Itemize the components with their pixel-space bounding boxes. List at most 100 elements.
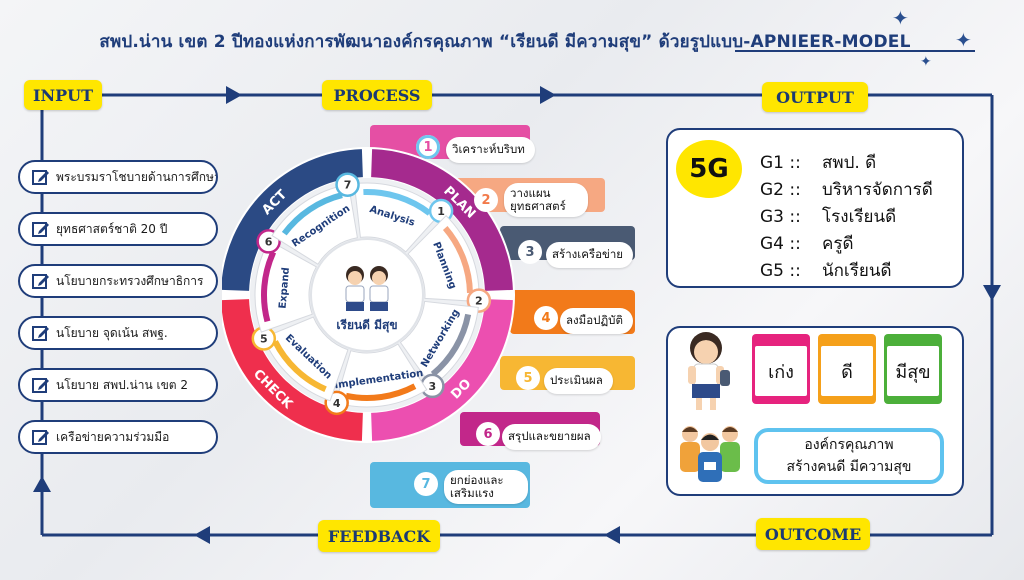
quality-tag-text: เก่ง bbox=[755, 346, 807, 396]
kid-pants-icon bbox=[370, 302, 388, 311]
outcome-label: OUTCOME bbox=[756, 518, 870, 550]
arrow-left-icon bbox=[604, 526, 620, 544]
input-item-text: เครือข่ายความร่วมมือ bbox=[56, 429, 170, 444]
feedback-label: FEEDBACK bbox=[318, 520, 440, 552]
edit-icon bbox=[32, 222, 49, 237]
step-label: ประเมินผล bbox=[544, 368, 613, 394]
goal-code: G4 :: bbox=[760, 234, 801, 254]
stage-number: 5 bbox=[260, 333, 268, 346]
input-item-text: นโยบาย จุดเน้น สพฐ. bbox=[56, 325, 168, 340]
goal-text: นักเรียนดี bbox=[822, 261, 892, 281]
input-item: เครือข่ายความร่วมมือ bbox=[18, 420, 218, 454]
step-number: 5 bbox=[516, 366, 540, 390]
goal-row: G4 ::ครูดี bbox=[760, 230, 854, 257]
people-group-illustration bbox=[680, 426, 740, 482]
output-label: OUTPUT bbox=[762, 82, 868, 112]
goal-code: G3 :: bbox=[760, 207, 801, 227]
goal-row: G2 ::บริหารจัดการดี bbox=[760, 176, 933, 203]
quality-tag: ดี bbox=[818, 334, 876, 404]
stage-arrow bbox=[430, 313, 472, 377]
kid-skirt-icon bbox=[346, 302, 364, 311]
center-label: เรียนดี มีสุข bbox=[336, 318, 397, 333]
goal-code: G1 :: bbox=[760, 153, 801, 173]
wheel-center bbox=[310, 238, 424, 352]
stage-number: 2 bbox=[475, 295, 483, 308]
step-label: สรุปและขยายผล bbox=[502, 424, 601, 450]
step-number: 2 bbox=[474, 188, 498, 212]
quality-tag: มีสุข bbox=[884, 334, 942, 404]
goal-text: บริหารจัดการดี bbox=[822, 180, 933, 200]
input-item: ยุทธศาสตร์ชาติ 20 ปี bbox=[18, 212, 218, 246]
goal-code: G5 :: bbox=[760, 261, 801, 281]
stage-arrow bbox=[281, 192, 343, 236]
step-number: 7 bbox=[414, 472, 438, 496]
input-item-text: นโยบายกระทรวงศึกษาธิการ bbox=[56, 273, 204, 288]
five-g-badge: 5G bbox=[676, 140, 742, 198]
edit-icon bbox=[32, 430, 49, 445]
stage-arrow bbox=[363, 189, 432, 216]
step-label: สร้างเครือข่าย bbox=[546, 242, 634, 268]
step-number: 1 bbox=[416, 135, 440, 159]
stage-arrow bbox=[272, 340, 327, 393]
step-label: วางแผนยุทธศาสตร์ bbox=[504, 183, 588, 217]
phase-segment-do bbox=[371, 299, 513, 441]
arrow-up-icon bbox=[33, 476, 51, 492]
quality-tag-text: มีสุข bbox=[887, 346, 939, 396]
kid-face-icon bbox=[348, 271, 362, 285]
input-item: นโยบาย จุดเน้น สพฐ. bbox=[18, 316, 218, 350]
input-item: นโยบายกระทรวงศึกษาธิการ bbox=[18, 264, 218, 298]
kid-body-icon bbox=[345, 285, 365, 303]
step-label: ยกย่องและเสริมแรง bbox=[444, 470, 528, 504]
stage-arrow bbox=[345, 383, 417, 402]
input-item: พระบรมราโชบายด้านการศึกษา bbox=[18, 160, 218, 194]
stage-number: 3 bbox=[429, 380, 437, 393]
input-item-text: นโยบาย สพป.น่าน เขต 2 bbox=[56, 377, 189, 392]
stage-number: 1 bbox=[437, 205, 445, 218]
arrow-right-icon bbox=[226, 86, 242, 104]
quality-org-box: องค์กรคุณภาพ สร้างคนดี มีความสุข bbox=[754, 428, 944, 484]
stage-arrow bbox=[442, 226, 473, 294]
stage-number: 7 bbox=[344, 179, 352, 192]
input-item: นโยบาย สพป.น่าน เขต 2 bbox=[18, 368, 218, 402]
kid-body-icon bbox=[369, 285, 389, 303]
stage-number: 4 bbox=[333, 397, 341, 410]
kid-face-icon bbox=[372, 271, 386, 285]
sparkle-icon: ✦ bbox=[892, 6, 909, 30]
arrow-right-icon bbox=[540, 86, 556, 104]
title-underline bbox=[735, 50, 975, 52]
goal-code: G2 :: bbox=[760, 180, 801, 200]
stage-number-bubble bbox=[466, 288, 492, 313]
edit-icon bbox=[32, 378, 49, 393]
goal-text: ครูดี bbox=[822, 234, 854, 254]
quality-tag-text: ดี bbox=[821, 346, 873, 396]
input-label: INPUT bbox=[24, 80, 102, 110]
goal-row: G5 ::นักเรียนดี bbox=[760, 257, 891, 284]
arrow-down-icon bbox=[983, 285, 1001, 301]
arrow-left-icon bbox=[194, 526, 210, 544]
process-label: PROCESS bbox=[322, 80, 432, 110]
phase-segment-plan bbox=[371, 149, 513, 291]
edit-icon bbox=[32, 170, 49, 185]
step-number: 3 bbox=[518, 240, 542, 264]
input-item-text: พระบรมราโชบายด้านการศึกษา bbox=[56, 169, 218, 184]
phase-segment-act bbox=[222, 149, 363, 291]
step-label: วิเคราะห์บริบท bbox=[446, 137, 535, 163]
step-label: ลงมือปฏิบัติ bbox=[560, 308, 633, 334]
edit-icon bbox=[32, 326, 49, 341]
stage-number-bubble bbox=[335, 172, 360, 197]
goal-row: G1 ::สพป. ดี bbox=[760, 149, 876, 176]
step-number: 6 bbox=[476, 422, 500, 446]
step-number: 4 bbox=[534, 306, 558, 330]
phase-segment-check bbox=[222, 299, 363, 441]
quality-org-title: องค์กรคุณภาพ bbox=[804, 437, 894, 453]
stage-arrow bbox=[261, 250, 277, 323]
input-item-text: ยุทธศาสตร์ชาติ 20 ปี bbox=[56, 221, 168, 236]
stage-number: 6 bbox=[265, 235, 273, 248]
edit-icon bbox=[32, 274, 49, 289]
sparkle-icon: ✦ bbox=[920, 54, 932, 70]
quality-org-subtitle: สร้างคนดี มีความสุข bbox=[786, 459, 912, 475]
goal-text: สพป. ดี bbox=[822, 153, 877, 173]
stage-label: Expand bbox=[278, 267, 292, 309]
goal-row: G3 ::โรงเรียนดี bbox=[760, 203, 896, 230]
